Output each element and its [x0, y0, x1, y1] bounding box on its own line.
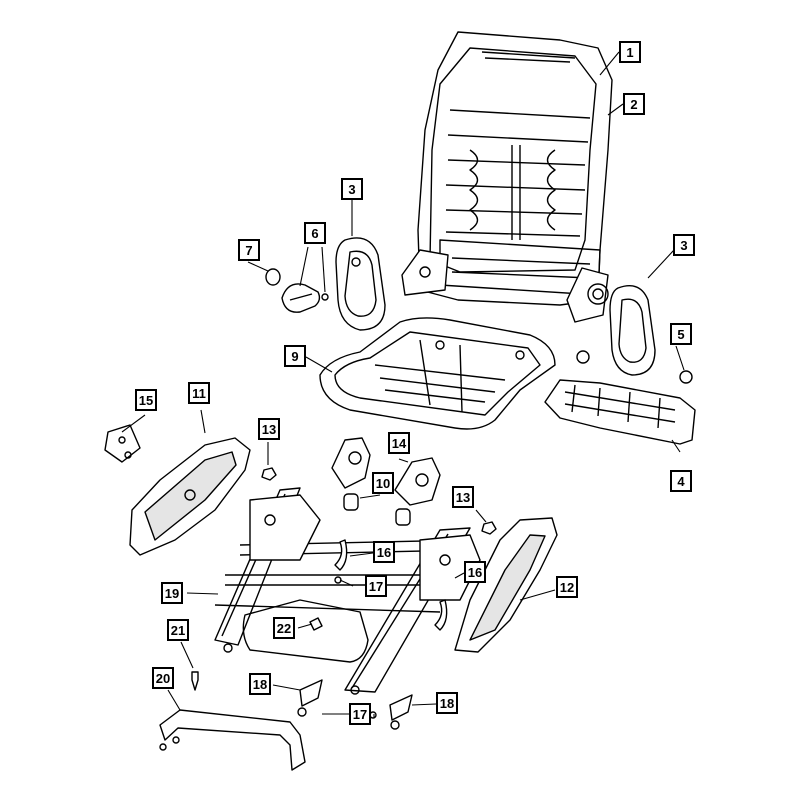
callout-21: 21 [167, 619, 189, 641]
callout-10: 10 [372, 472, 394, 494]
callout-1: 1 [619, 41, 641, 63]
spring-clip [334, 539, 448, 631]
wire-harness-loop [242, 599, 369, 663]
seat-back-frame [401, 31, 613, 323]
callout-12: 12 [556, 576, 578, 598]
push-clip [576, 350, 693, 384]
side-trim-panel [544, 379, 696, 445]
callout-7: 7 [238, 239, 260, 261]
cable-bracket [297, 679, 413, 730]
recline-handle [281, 283, 329, 313]
retaining-ring [265, 268, 281, 286]
seat-side-shield-left [129, 437, 251, 556]
callout-9: 9 [284, 345, 306, 367]
callout-17-lower: 17 [349, 703, 371, 725]
bushing [343, 493, 411, 526]
seat-pivot-bracket [331, 437, 441, 506]
callout-20: 20 [152, 667, 174, 689]
callout-16-left: 16 [373, 541, 395, 563]
callout-6: 6 [304, 222, 326, 244]
hex-nut [261, 467, 497, 535]
callout-16-right: 16 [464, 561, 486, 583]
callout-3-right: 3 [673, 234, 695, 256]
callout-18-left: 18 [249, 673, 271, 695]
callout-17-upper: 17 [365, 575, 387, 597]
seat-cushion-frame [319, 317, 556, 430]
callout-14: 14 [388, 432, 410, 454]
callout-13-left: 13 [258, 418, 280, 440]
callout-22: 22 [273, 617, 295, 639]
callout-3-left: 3 [341, 178, 363, 200]
callout-11: 11 [188, 382, 210, 404]
recliner-shield-left [335, 237, 386, 331]
leader-lines [121, 51, 685, 718]
floor-rail [159, 709, 306, 771]
callout-19: 19 [161, 582, 183, 604]
callout-2: 2 [623, 93, 645, 115]
switch-bezel [104, 424, 141, 463]
callout-5: 5 [670, 323, 692, 345]
callout-13-right: 13 [452, 486, 474, 508]
callout-15: 15 [135, 389, 157, 411]
callout-4: 4 [670, 470, 692, 492]
bolt [191, 671, 199, 691]
recliner-shield-right [609, 285, 656, 376]
callout-18-right: 18 [436, 692, 458, 714]
seat-adjuster-track [214, 487, 481, 695]
